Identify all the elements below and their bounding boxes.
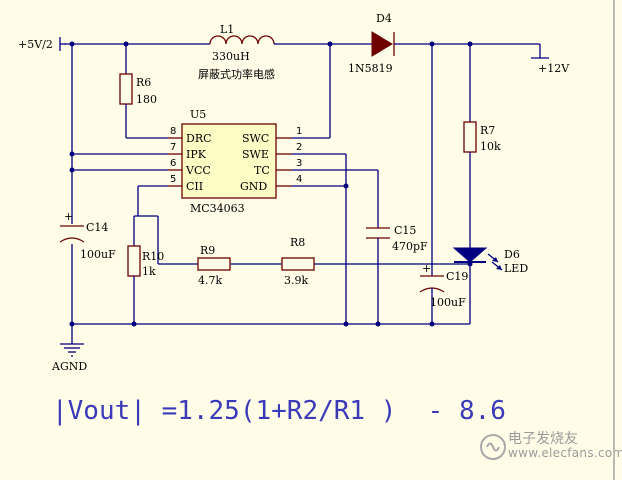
watermark-url: www.elecfans.com — [508, 446, 622, 460]
u5-pin-name: CII — [186, 180, 203, 193]
d4-ref: D4 — [376, 12, 392, 25]
r9-ref: R9 — [200, 244, 215, 257]
resistor-r7: R7 10k — [463, 44, 501, 248]
vout-port: +12V — [531, 44, 570, 75]
r7-value: 10k — [480, 140, 501, 153]
u5-pin-name: DRC — [186, 132, 212, 145]
output-voltage-formula: |Vout| =1.25(1+R2/R1 ) - 8.6 — [52, 396, 506, 426]
r10-value: 1k — [142, 265, 156, 278]
junction — [343, 183, 349, 189]
u5-pin-number: 2 — [296, 142, 302, 153]
resistor-r8: R8 3.9k — [281, 236, 315, 287]
r6-value: 180 — [136, 93, 157, 106]
u5-ref: U5 — [190, 108, 206, 121]
u5-pin-name: IPK — [186, 148, 207, 161]
watermark-logo-icon — [480, 434, 506, 460]
u5-pin-name: GND — [240, 180, 267, 193]
u5-pin-number: 7 — [170, 142, 176, 153]
d6-ref: D6 — [504, 248, 520, 261]
r10-ref: R10 — [142, 250, 164, 263]
junction — [69, 41, 75, 47]
junction — [429, 321, 435, 327]
ic-u5: U5 MC34063 8 7 6 5 DRC IPK VCC CII 1 2 3… — [168, 108, 302, 215]
watermark-title: 电子发烧友 — [508, 431, 578, 447]
u5-pin-name: SWC — [242, 132, 269, 145]
capacitor-c19: + C19 100uF — [419, 44, 468, 324]
capacitor-c14: + C14 100uF — [59, 210, 116, 261]
r8-ref: R8 — [290, 236, 305, 249]
c15-value: 470pF — [392, 240, 428, 253]
u5-pin-number: 5 — [170, 174, 176, 185]
resistor-r9: R9 4.7k — [197, 244, 231, 287]
c19-value: 100uF — [430, 296, 466, 309]
junction — [343, 321, 349, 327]
r7-ref: R7 — [480, 124, 495, 137]
u5-pin-name: VCC — [185, 164, 211, 177]
vin-label: +5V/2 — [18, 38, 53, 51]
r9-value: 4.7k — [198, 274, 222, 287]
c15-ref: C15 — [394, 224, 416, 237]
u5-pin-number: 3 — [296, 158, 302, 169]
diode-d4: D4 1N5819 — [348, 12, 398, 75]
led-d6: D6 LED — [452, 247, 528, 324]
r8-value: 3.9k — [284, 274, 308, 287]
resistor-r10: R10 1k — [127, 215, 164, 324]
vout-label: +12V — [538, 62, 570, 75]
u5-wiring — [72, 44, 379, 324]
u5-pin-number: 8 — [170, 126, 176, 137]
u5-pin-name: TC — [254, 164, 270, 177]
c19-ref: C19 — [446, 270, 468, 283]
u5-pin-number: 1 — [296, 126, 302, 137]
l1-ref: L1 — [220, 23, 234, 36]
capacitor-c15: C15 470pF — [366, 224, 428, 324]
d4-value: 1N5819 — [348, 62, 393, 75]
ground-symbol: AGND — [51, 343, 87, 373]
l1-description: 屏蔽式功率电感 — [198, 67, 275, 81]
junction — [375, 321, 381, 327]
inductor-l1: L1 330uH 屏蔽式功率电感 — [198, 23, 278, 81]
watermark: 电子发烧友 www.elecfans.com — [508, 432, 622, 460]
u5-pin-number: 4 — [296, 174, 302, 185]
u5-pin-number: 6 — [170, 158, 176, 169]
c14-ref: C14 — [86, 221, 108, 234]
c14-value: 100uF — [80, 248, 116, 261]
junction — [467, 261, 473, 267]
ground-label: AGND — [51, 360, 87, 373]
r6-ref: R6 — [136, 76, 151, 89]
svg-text:+: + — [64, 210, 73, 223]
vin-port: +5V/2 — [18, 37, 66, 51]
u5-part: MC34063 — [190, 202, 245, 215]
svg-text:+: + — [422, 262, 431, 275]
l1-value: 330uH — [212, 50, 250, 63]
d6-value: LED — [504, 262, 528, 275]
resistor-r6: R6 180 — [119, 44, 168, 139]
u5-pin-name: SWE — [242, 148, 269, 161]
